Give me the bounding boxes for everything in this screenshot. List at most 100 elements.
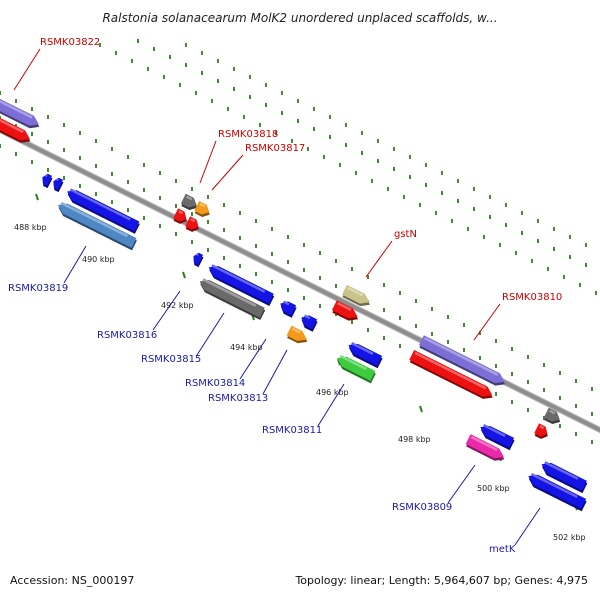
track-dot: [201, 71, 203, 75]
track-dot: [233, 87, 235, 91]
gene-label[interactable]: metK: [489, 544, 516, 555]
gene-arrow-highlight: [414, 351, 487, 390]
gene-arrow-highlight: [282, 300, 290, 306]
gene-label[interactable]: RSMK03816: [97, 330, 157, 341]
track-dot: [579, 283, 581, 287]
gene-arrow[interactable]: [525, 471, 588, 512]
gene-arrow[interactable]: [184, 216, 202, 234]
track-dot: [543, 388, 545, 392]
track-dot: [361, 131, 363, 135]
gene-arrow[interactable]: [538, 459, 588, 494]
backbone-line: [0, 127, 600, 433]
gene-label[interactable]: gstN: [394, 229, 417, 240]
gene-arrow-highlight: [211, 264, 266, 293]
track-dot: [591, 412, 593, 416]
track-dot: [217, 59, 219, 63]
gene-arrow[interactable]: [0, 116, 34, 146]
track-dot: [585, 263, 587, 267]
track-dot: [291, 139, 293, 143]
gene-label[interactable]: RSMK03809: [392, 502, 452, 513]
track-dot: [63, 123, 65, 127]
gene-arrow[interactable]: [180, 193, 201, 213]
gene-label[interactable]: RSMK03810: [502, 292, 562, 303]
gene-arrow-highlight: [60, 201, 128, 238]
scale-tick: [35, 193, 39, 201]
track-dot: [425, 183, 427, 187]
track-dot: [191, 240, 193, 244]
track-dot: [319, 276, 321, 280]
gene-arrow[interactable]: [418, 335, 508, 389]
track-dot: [319, 251, 321, 255]
gene-arrow-highlight: [339, 354, 367, 371]
track-dot: [377, 159, 379, 163]
gene-arrow-highlight: [303, 314, 311, 320]
track-dot: [499, 243, 501, 247]
gene-arrow[interactable]: [465, 434, 508, 464]
gene-arrow[interactable]: [277, 299, 298, 318]
gene-arrow-highlight: [530, 473, 578, 499]
gene-arrow[interactable]: [477, 422, 515, 451]
gene-arrow[interactable]: [193, 200, 213, 220]
gene-label[interactable]: RSMK03815: [141, 354, 201, 365]
gene-arrow[interactable]: [533, 423, 551, 441]
track-dot: [0, 116, 1, 120]
gene-arrow[interactable]: [50, 176, 64, 193]
gene-arrow[interactable]: [64, 187, 141, 234]
gene-arrow-body: [280, 301, 297, 316]
gene-label[interactable]: RSMK03813: [208, 393, 268, 404]
gene-arrow[interactable]: [543, 407, 564, 427]
gene-features: [0, 92, 588, 512]
gene-arrow[interactable]: [55, 200, 138, 251]
track-dot: [575, 404, 577, 408]
track-dot: [233, 67, 235, 71]
gene-arrow[interactable]: [341, 284, 373, 310]
gene-arrow-highlight: [337, 302, 352, 312]
gene-arrow-body: [53, 177, 64, 190]
gene-arrow[interactable]: [190, 251, 204, 268]
gene-arrow[interactable]: [205, 262, 275, 307]
gene-label[interactable]: RSMK03819: [8, 283, 68, 294]
gene-label[interactable]: RSMK03817: [245, 143, 305, 154]
gene-arrow[interactable]: [39, 172, 53, 189]
gene-label[interactable]: RSMK03822: [40, 37, 100, 48]
gene-arrow[interactable]: [196, 276, 266, 321]
gene-leader-line: [199, 140, 217, 184]
gene-arrow[interactable]: [331, 300, 361, 324]
track-dot: [111, 172, 113, 176]
track-dot: [569, 255, 571, 259]
gene-arrow[interactable]: [345, 340, 383, 369]
track-dot: [473, 187, 475, 191]
track-dot: [31, 132, 33, 136]
gene-arrow[interactable]: [172, 208, 190, 226]
track-dot: [227, 107, 229, 111]
gene-label[interactable]: RSMK03811: [262, 425, 322, 436]
gene-arrow-highlight: [0, 117, 24, 134]
gene-arrow[interactable]: [286, 325, 311, 347]
track-dot: [399, 316, 401, 320]
track-dot: [409, 175, 411, 179]
gene-leader-line: [514, 507, 541, 546]
track-dot: [595, 291, 597, 295]
map-title: Ralstonia solanacearum MolK2 unordered u…: [102, 11, 497, 25]
gene-arrow[interactable]: [0, 92, 43, 132]
track-dot: [489, 195, 491, 199]
gene-arrow[interactable]: [408, 349, 496, 403]
track-dot: [303, 296, 305, 300]
track-dot: [223, 256, 225, 260]
gene-arrow-highlight: [199, 202, 206, 208]
track-dot: [239, 211, 241, 215]
track-dot: [553, 227, 555, 231]
gene-arrow[interactable]: [298, 313, 319, 332]
track-dot: [393, 167, 395, 171]
track-dot: [153, 47, 155, 51]
gene-label[interactable]: RSMK03818: [218, 129, 278, 140]
track-dot: [345, 123, 347, 127]
gene-arrow[interactable]: [334, 353, 377, 384]
track-dot: [543, 363, 545, 367]
track-dot: [511, 347, 513, 351]
scale-tick-label: 502 kbp: [553, 533, 586, 542]
gene-arrow-highlight: [185, 195, 193, 201]
track-dot: [243, 115, 245, 119]
gene-label[interactable]: RSMK03814: [185, 378, 245, 389]
gene-arrow-highlight: [56, 178, 59, 182]
